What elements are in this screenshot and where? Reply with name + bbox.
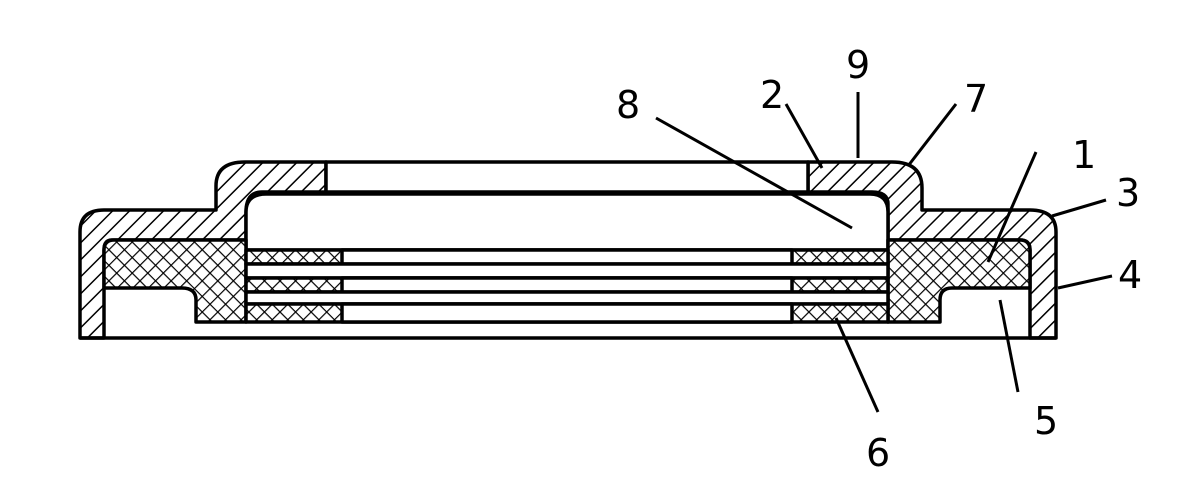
label-1: 1 xyxy=(1072,133,1096,177)
label-3: 3 xyxy=(1116,171,1140,215)
layer-stack xyxy=(244,248,890,324)
seal-right xyxy=(886,238,1032,324)
label-9: 9 xyxy=(846,43,870,87)
label-4: 4 xyxy=(1118,253,1142,297)
label-5: 5 xyxy=(1034,399,1058,443)
leader-lines xyxy=(655,92,1113,413)
top-opening xyxy=(324,160,810,194)
seal-left xyxy=(102,238,248,324)
label-7: 7 xyxy=(964,77,988,121)
label-8: 8 xyxy=(616,83,640,127)
inner-cap xyxy=(244,192,890,252)
label-2: 2 xyxy=(760,73,784,117)
label-6: 6 xyxy=(866,431,890,475)
